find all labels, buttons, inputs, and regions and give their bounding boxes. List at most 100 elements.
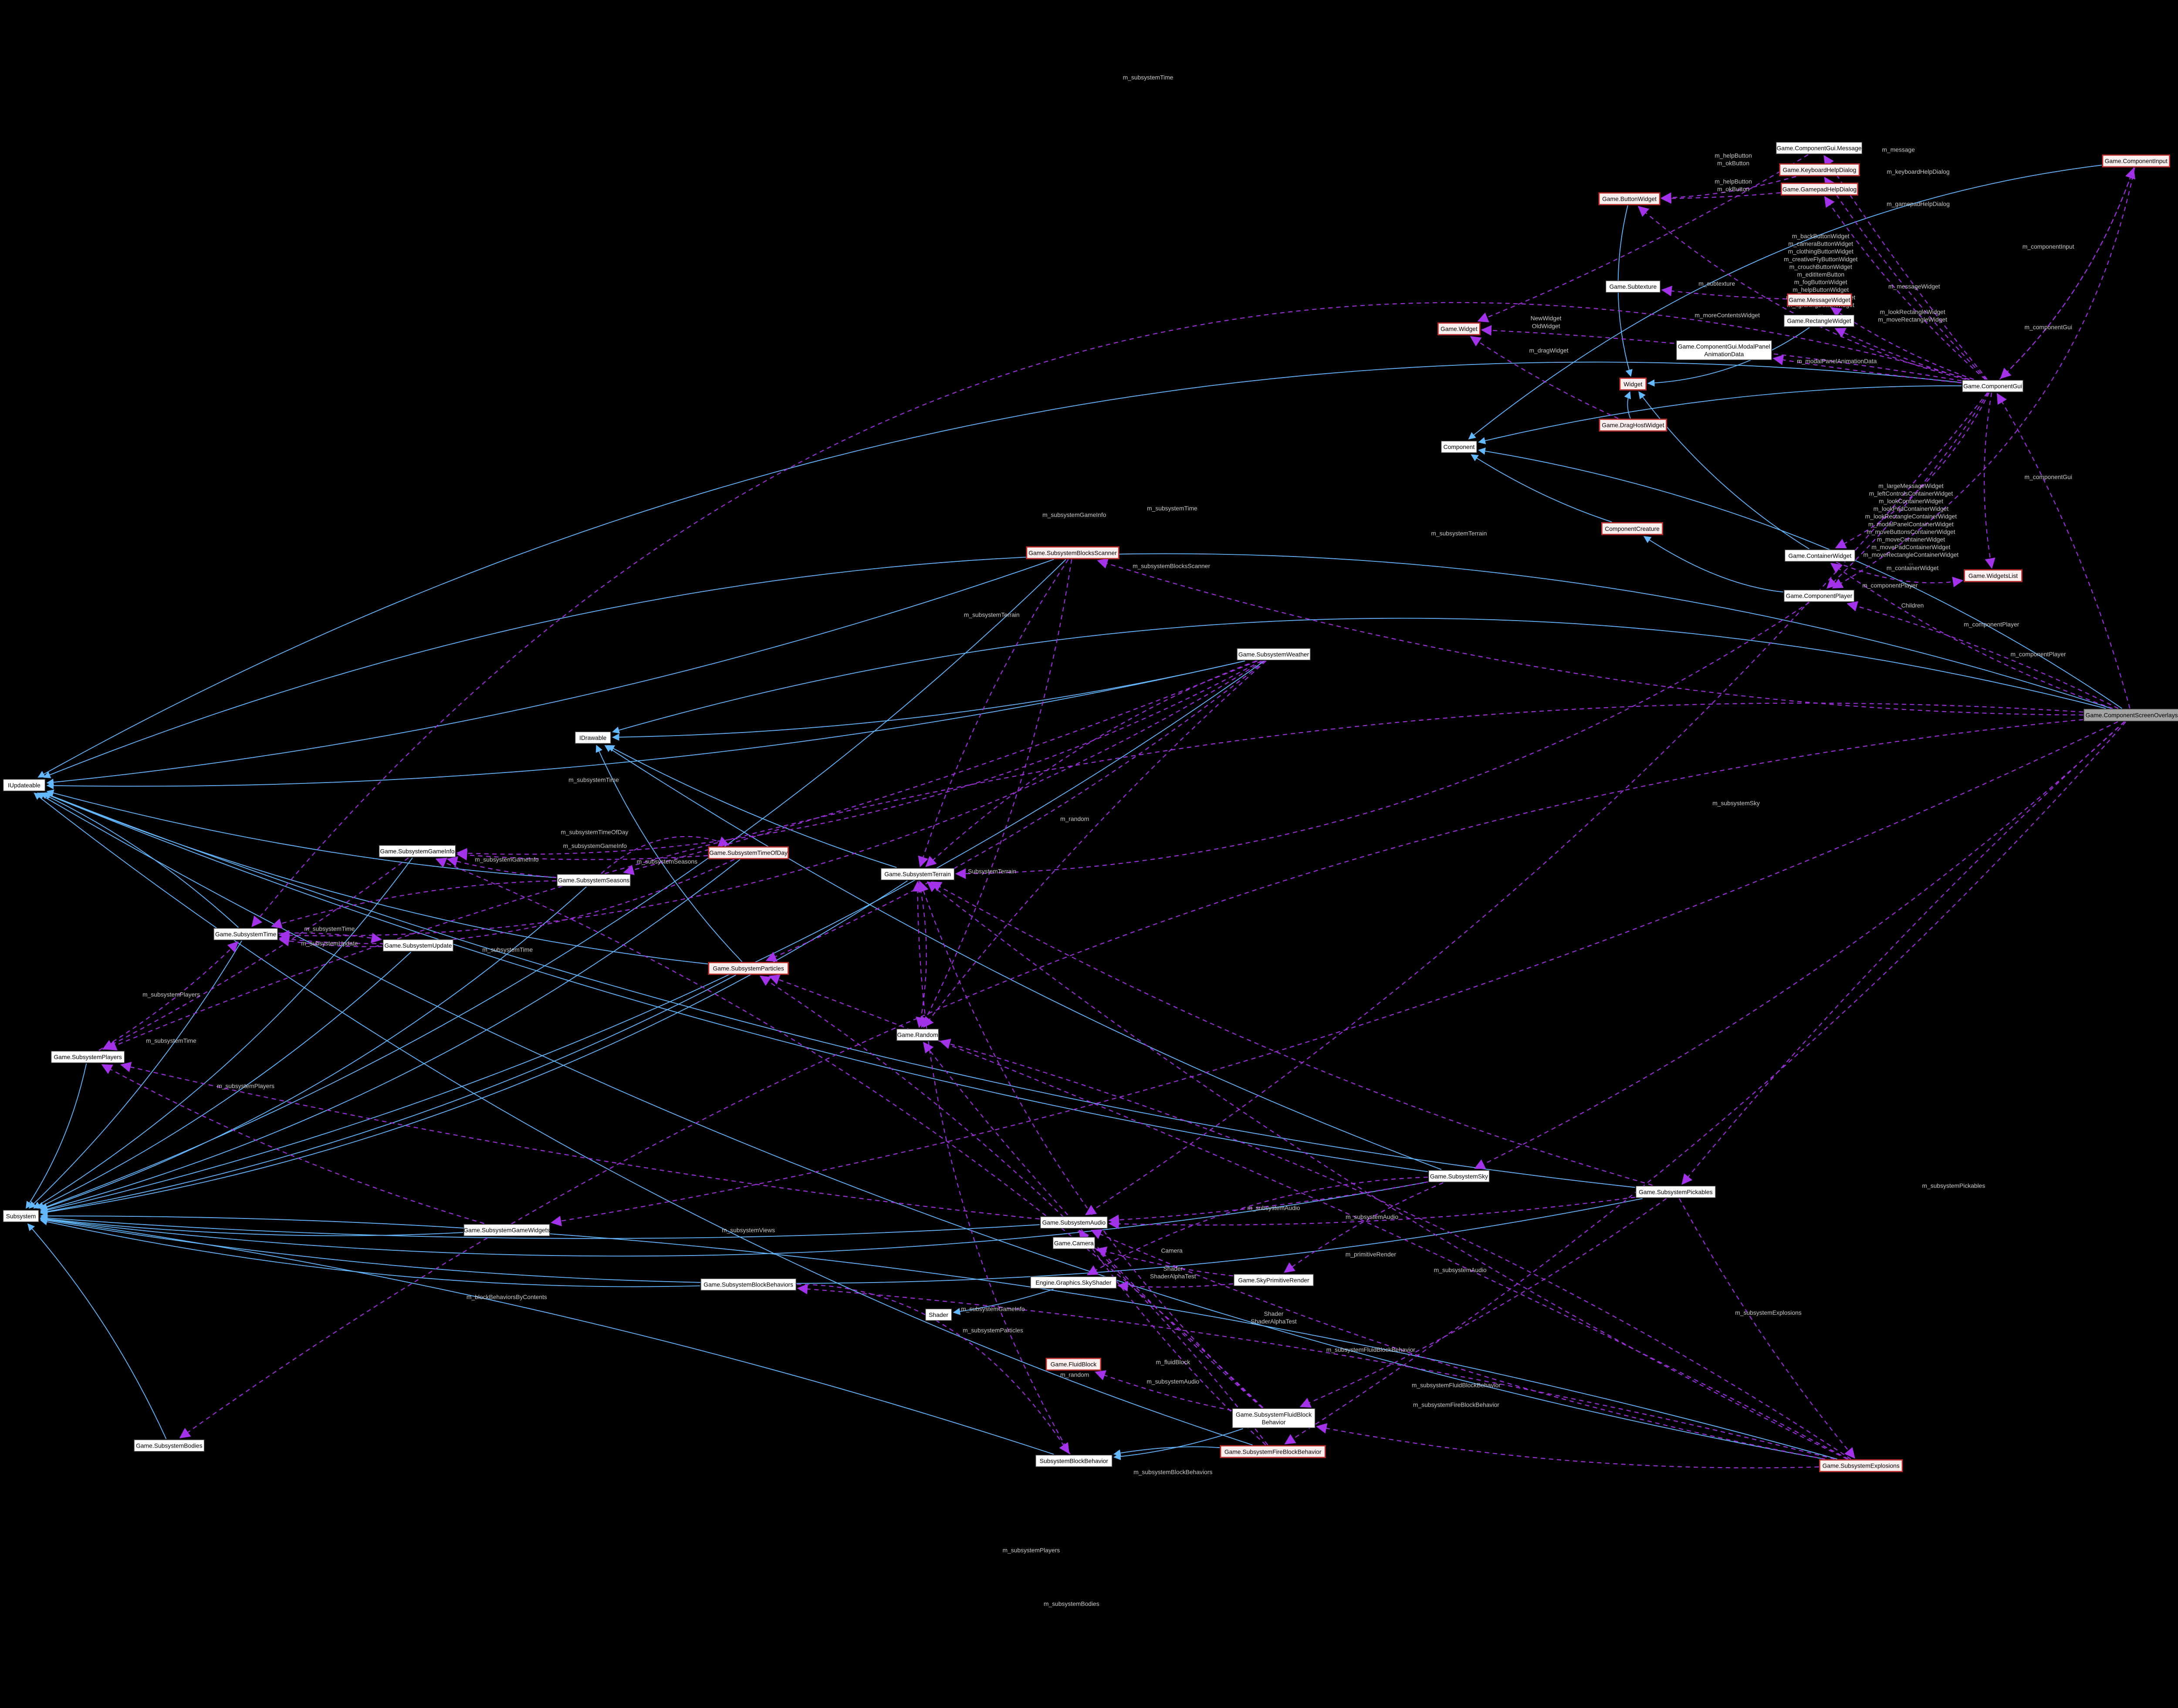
node-skyShader[interactable]: Engine.Graphics.SkyShader bbox=[1030, 1276, 1117, 1289]
node-box[interactable] bbox=[708, 962, 789, 975]
node-box[interactable] bbox=[1964, 569, 2022, 582]
node-box[interactable] bbox=[1428, 1170, 1490, 1182]
node-rectangleWidget[interactable]: Game.RectangleWidget bbox=[1783, 314, 1855, 327]
node-subsystemBlocksScanner[interactable]: Game.SubsystemBlocksScanner bbox=[1026, 546, 1119, 560]
node-label: Game.DragHostWidget bbox=[1602, 422, 1664, 429]
node-box[interactable] bbox=[1605, 280, 1661, 293]
node-box[interactable] bbox=[1819, 1459, 1903, 1472]
node-subsystemTimeOfDay[interactable]: Game.SubsystemTimeOfDay bbox=[708, 846, 789, 860]
node-box[interactable] bbox=[379, 845, 456, 857]
node-box[interactable] bbox=[1599, 419, 1667, 432]
node-box[interactable] bbox=[2102, 154, 2171, 168]
node-box[interactable] bbox=[1962, 380, 2023, 392]
node-subsystemParticles[interactable]: Game.SubsystemParticles bbox=[708, 962, 789, 975]
node-box[interactable] bbox=[1437, 322, 1481, 335]
node-box[interactable] bbox=[1232, 1408, 1316, 1428]
node-box[interactable] bbox=[3, 779, 46, 792]
node-subsystemSky[interactable]: Game.SubsystemSky bbox=[1428, 1170, 1490, 1182]
node-box[interactable] bbox=[880, 868, 955, 881]
node-subsystemTerrain[interactable]: Game.SubsystemTerrain bbox=[880, 868, 955, 881]
edge-label: m_subsystemFluidBlockBehavior bbox=[1412, 1381, 1501, 1388]
node-box[interactable] bbox=[557, 874, 631, 887]
node-box[interactable] bbox=[925, 1308, 952, 1321]
node-box[interactable] bbox=[2083, 709, 2178, 722]
node-box[interactable] bbox=[1787, 293, 1852, 307]
node-box[interactable] bbox=[1780, 182, 1859, 196]
node-gameWidget[interactable]: Game.Widget bbox=[1437, 322, 1481, 335]
node-box[interactable] bbox=[1030, 1276, 1117, 1289]
node-box[interactable] bbox=[1026, 546, 1119, 560]
node-box[interactable] bbox=[1052, 1237, 1096, 1249]
node-box[interactable] bbox=[382, 939, 454, 952]
node-iupdateable[interactable]: IUpdateable bbox=[3, 779, 46, 792]
node-subtexture[interactable]: Game.Subtexture bbox=[1605, 280, 1661, 293]
node-subsystemUpdate[interactable]: Game.SubsystemUpdate bbox=[382, 939, 454, 952]
node-box[interactable] bbox=[463, 1224, 550, 1236]
node-subsystemExplosions[interactable]: Game.SubsystemExplosions bbox=[1819, 1459, 1903, 1472]
node-box[interactable] bbox=[708, 846, 789, 860]
node-box[interactable] bbox=[1776, 142, 1863, 155]
node-messageWidget[interactable]: Game.MessageWidget bbox=[1787, 293, 1852, 307]
node-subsystemBodies[interactable]: Game.SubsystemBodies bbox=[134, 1439, 205, 1452]
node-widgetsList[interactable]: Game.WidgetsList bbox=[1964, 569, 2022, 582]
node-camera[interactable]: Game.Camera bbox=[1052, 1237, 1096, 1249]
node-subsystemAudio[interactable]: Game.SubsystemAudio bbox=[1040, 1216, 1108, 1229]
node-box[interactable] bbox=[1598, 192, 1661, 206]
node-component[interactable]: Component bbox=[1441, 440, 1477, 453]
node-containerWidget[interactable]: Game.ContainerWidget bbox=[1784, 549, 1856, 562]
node-box[interactable] bbox=[1441, 440, 1477, 453]
node-subsystemTime[interactable]: Game.SubsystemTime bbox=[213, 928, 278, 941]
node-subsystemBlockBehavior[interactable]: SubsystemBlockBehavior bbox=[1035, 1455, 1113, 1467]
node-componentGui[interactable]: Game.ComponentGui bbox=[1962, 380, 2023, 392]
node-buttonWidget[interactable]: Game.ButtonWidget bbox=[1598, 192, 1661, 206]
node-box[interactable] bbox=[1783, 314, 1855, 327]
node-componentGuiMessage[interactable]: Game.ComponentGui.Message bbox=[1776, 142, 1863, 155]
node-box[interactable] bbox=[1635, 1185, 1716, 1198]
node-componentInput[interactable]: Game.ComponentInput bbox=[2102, 154, 2171, 168]
node-box[interactable] bbox=[3, 1210, 39, 1222]
node-box[interactable] bbox=[1237, 648, 1311, 661]
node-box[interactable] bbox=[896, 1029, 939, 1041]
edge-label: m_subtexture bbox=[1698, 280, 1735, 287]
node-skyPrimitiveRender[interactable]: Game.SkyPrimitiveRender bbox=[1233, 1274, 1314, 1286]
node-box[interactable] bbox=[213, 928, 278, 941]
node-componentScreenOverlays[interactable]: Game.ComponentScreenOverlays bbox=[2083, 709, 2178, 722]
node-random[interactable]: Game.Random bbox=[896, 1029, 939, 1041]
node-componentCreature[interactable]: ComponentCreature bbox=[1601, 522, 1664, 535]
node-box[interactable] bbox=[1233, 1274, 1314, 1286]
node-subsystemSeasons[interactable]: Game.SubsystemSeasons bbox=[557, 874, 631, 887]
node-modalPanelAnimationData[interactable]: Game.ComponentGui.ModalPanelAnimationDat… bbox=[1676, 340, 1772, 361]
node-box[interactable] bbox=[1035, 1455, 1113, 1467]
node-subsystemFireBlockBehavior[interactable]: Game.SubsystemFireBlockBehavior bbox=[1220, 1445, 1326, 1458]
node-subsystemGameWidgets[interactable]: Game.SubsystemGameWidgets bbox=[463, 1224, 550, 1236]
node-gamepadHelpDialog[interactable]: Game.GamepadHelpDialog bbox=[1780, 182, 1859, 196]
node-subsystemPickables[interactable]: Game.SubsystemPickables bbox=[1635, 1185, 1716, 1198]
node-box[interactable] bbox=[134, 1439, 205, 1452]
node-subsystemWeather[interactable]: Game.SubsystemWeather bbox=[1237, 648, 1311, 661]
node-box[interactable] bbox=[575, 731, 611, 744]
node-box[interactable] bbox=[1220, 1445, 1326, 1458]
node-box[interactable] bbox=[1045, 1357, 1102, 1371]
node-subsystemGameInfo[interactable]: Game.SubsystemGameInfo bbox=[379, 845, 456, 857]
node-fluidBlock[interactable]: Game.FluidBlock bbox=[1045, 1357, 1102, 1371]
node-keyboardHelpDialog[interactable]: Game.KeyboardHelpDialog bbox=[1779, 163, 1860, 176]
node-box[interactable] bbox=[1040, 1216, 1108, 1229]
node-box[interactable] bbox=[1601, 522, 1664, 535]
node-box[interactable] bbox=[1779, 163, 1860, 176]
node-shader[interactable]: Shader bbox=[925, 1308, 952, 1321]
node-box[interactable] bbox=[700, 1278, 797, 1291]
node-dragHostWidget[interactable]: Game.DragHostWidget bbox=[1599, 419, 1667, 432]
node-subsystemPlayers[interactable]: Game.SubsystemPlayers bbox=[51, 1050, 125, 1063]
node-box[interactable] bbox=[1676, 340, 1772, 361]
node-idrawable[interactable]: IDrawable bbox=[575, 731, 611, 744]
node-widget[interactable]: Widget bbox=[1619, 378, 1647, 391]
node-box[interactable] bbox=[1783, 590, 1855, 602]
node-subsystemBlockBehaviors[interactable]: Game.SubsystemBlockBehaviors bbox=[700, 1278, 797, 1291]
node-subsystem[interactable]: Subsystem bbox=[3, 1210, 39, 1222]
node-componentPlayer[interactable]: Game.ComponentPlayer bbox=[1783, 590, 1855, 602]
node-box[interactable] bbox=[1784, 549, 1856, 562]
node-box[interactable] bbox=[51, 1050, 125, 1063]
node-box[interactable] bbox=[1619, 378, 1647, 391]
